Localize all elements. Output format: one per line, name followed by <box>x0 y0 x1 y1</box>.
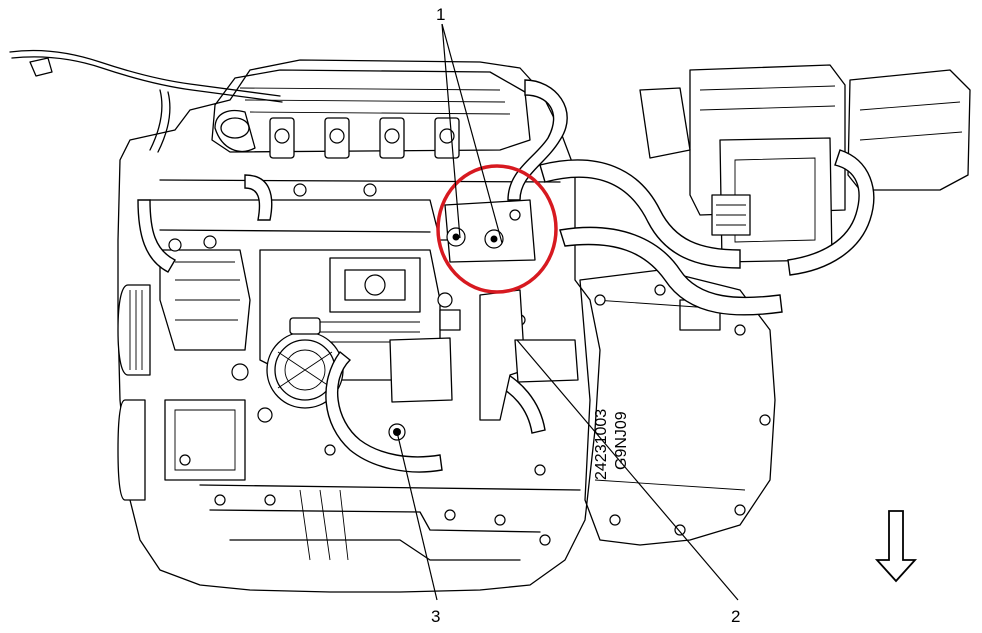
leader-line-1b <box>441 23 461 239</box>
casting-code-text: G9NJ09 <box>613 411 630 470</box>
wiring-harness-left <box>9 49 283 153</box>
callout-3: 3 <box>431 607 440 626</box>
oil-filter-cap <box>266 317 344 409</box>
engine-block <box>117 59 601 593</box>
casting-number-text: 24231003 <box>593 409 610 480</box>
ignition-coils <box>269 117 460 159</box>
transaxle-case: 24231003 G9NJ09 <box>579 269 776 546</box>
callout-2: 2 <box>731 607 740 626</box>
battery-and-fuse-block <box>639 64 971 263</box>
leader-line-2 <box>516 339 739 601</box>
callout-1: 1 <box>436 5 445 24</box>
down-arrow-outline-icon <box>874 510 918 583</box>
callout-leaders <box>396 23 739 601</box>
highlighted-bolts <box>444 199 536 263</box>
coolant-hoses <box>137 79 875 473</box>
leader-line-3 <box>396 431 438 601</box>
sensor-bracket <box>389 289 579 421</box>
highlight-circle <box>436 164 558 294</box>
leader-line-1 <box>441 23 503 244</box>
